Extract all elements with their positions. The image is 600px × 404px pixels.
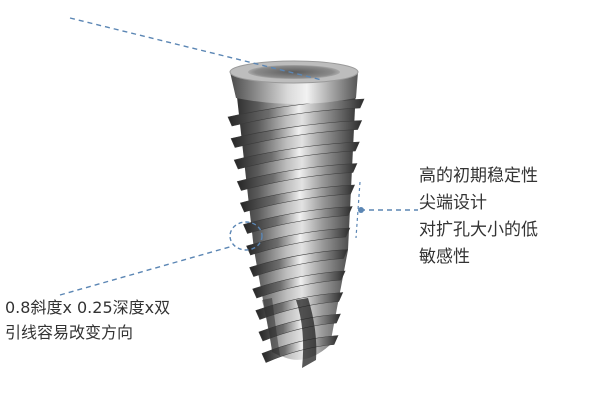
leader-lines xyxy=(59,17,418,296)
thread-ridge xyxy=(249,249,348,277)
highlight-circle xyxy=(229,221,263,251)
thread-ridge xyxy=(233,141,360,170)
apical-cutting-groove xyxy=(296,298,317,368)
callout-stability-line-4: 敏感性 xyxy=(419,247,470,267)
callout-stability-line-3: 对扩孔大小的低 xyxy=(419,220,538,240)
leader-line-left xyxy=(59,245,234,296)
thread-ridge xyxy=(261,335,339,363)
callout-stability-line-2: 尖端设计 xyxy=(419,193,487,213)
callout-stability-line-1: 高的初期稳定性 xyxy=(419,166,538,186)
thread-ridge xyxy=(236,163,358,191)
thread-ridge xyxy=(252,270,346,299)
implant-threads xyxy=(227,98,365,363)
callout-thread-line-2: 引线容易改变方向 xyxy=(5,323,134,342)
leader-line-top xyxy=(69,17,323,81)
thread-ridge xyxy=(230,120,363,148)
thread-ridge xyxy=(246,227,351,256)
thread-ridge xyxy=(239,184,356,213)
thread-ridge xyxy=(243,206,353,234)
callout-stability: 高的初期稳定性 尖端设计 对扩孔大小的低 敏感性 xyxy=(419,163,538,271)
callout-thread-line-1: 0.8斜度x 0.25深度x双 xyxy=(5,298,171,317)
thread-ridge xyxy=(258,313,341,342)
callout-thread-spec: 0.8斜度x 0.25深度x双 引线容易改变方向 xyxy=(5,295,170,345)
thread-ridge xyxy=(227,98,365,127)
leader-dot-right xyxy=(358,207,364,213)
implant-top-socket xyxy=(248,65,340,79)
